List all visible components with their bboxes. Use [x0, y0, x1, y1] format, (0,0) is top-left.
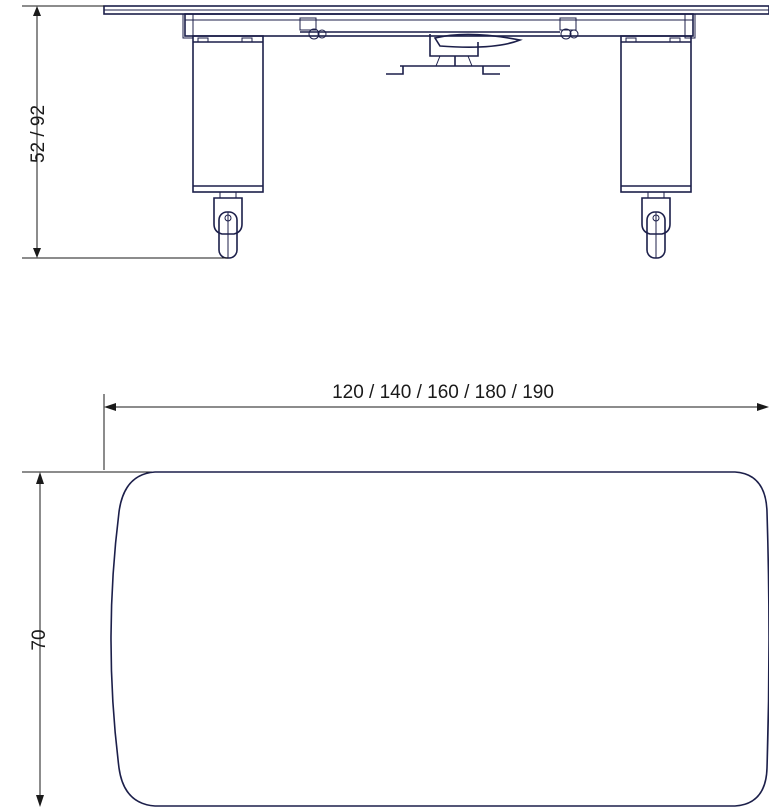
- height-arrow-top: [33, 6, 41, 16]
- width-label: 70: [29, 629, 50, 650]
- frame-rail: [182, 13, 696, 39]
- width-dimension: 70: [22, 471, 152, 807]
- left-castor: [213, 191, 243, 259]
- length-arrow-left: [104, 403, 116, 411]
- top-view: 120 / 140 / 160 / 180 / 190 70: [22, 382, 769, 807]
- tabletop-outline: [110, 471, 769, 807]
- actuator-mechanism: [299, 17, 579, 75]
- length-label: 120 / 140 / 160 / 180 / 190: [332, 382, 554, 403]
- height-dimension: 52 / 92: [22, 5, 228, 259]
- right-castor: [641, 191, 671, 259]
- length-dimension: 120 / 140 / 160 / 180 / 190: [103, 382, 769, 470]
- width-arrow-bottom: [36, 795, 44, 807]
- side-view: 52 / 92: [22, 5, 769, 259]
- left-leg: [192, 35, 264, 193]
- width-arrow-top: [36, 472, 44, 484]
- right-leg: [620, 35, 692, 193]
- tabletop: [103, 5, 769, 15]
- length-arrow-right: [757, 403, 769, 411]
- height-label: 52 / 92: [28, 105, 49, 163]
- height-arrow-bottom: [33, 248, 41, 258]
